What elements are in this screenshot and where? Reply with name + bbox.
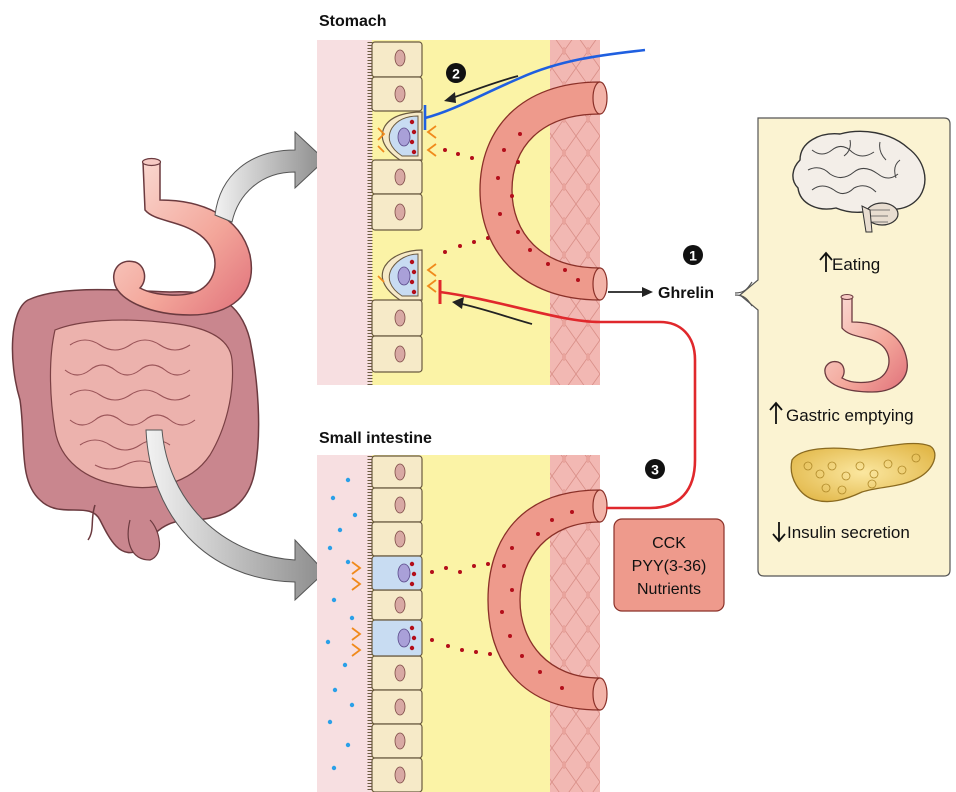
small-intestine-label: Small intestine bbox=[319, 430, 432, 447]
effects-panel: Eating Gastric emptying Insulin secretio… bbox=[735, 118, 950, 576]
stomach-pointer-arrow bbox=[215, 132, 325, 222]
ghrelin-label: Ghrelin bbox=[658, 285, 714, 302]
intestine-tissue-panel bbox=[317, 455, 607, 792]
step-badge-3: 3 bbox=[645, 459, 665, 479]
inhibitor-cck: CCK bbox=[652, 535, 686, 552]
step-number: 1 bbox=[689, 248, 697, 264]
step-badge-2: 2 bbox=[446, 63, 466, 83]
step-number: 3 bbox=[651, 462, 659, 478]
stomach-label: Stomach bbox=[319, 13, 387, 30]
effect-gastric-emptying: Gastric emptying bbox=[786, 406, 914, 425]
inhibitor-pyy: PYY(3-36) bbox=[632, 558, 707, 575]
inhibitor-nutrients: Nutrients bbox=[637, 581, 701, 598]
step-number: 2 bbox=[452, 66, 460, 82]
effect-eating: Eating bbox=[832, 255, 880, 274]
step-badge-1: 1 bbox=[683, 245, 703, 265]
intestine-illustration bbox=[12, 290, 258, 560]
stomach-tissue-panel bbox=[317, 40, 645, 385]
effect-insulin-secretion: Insulin secretion bbox=[787, 523, 910, 542]
